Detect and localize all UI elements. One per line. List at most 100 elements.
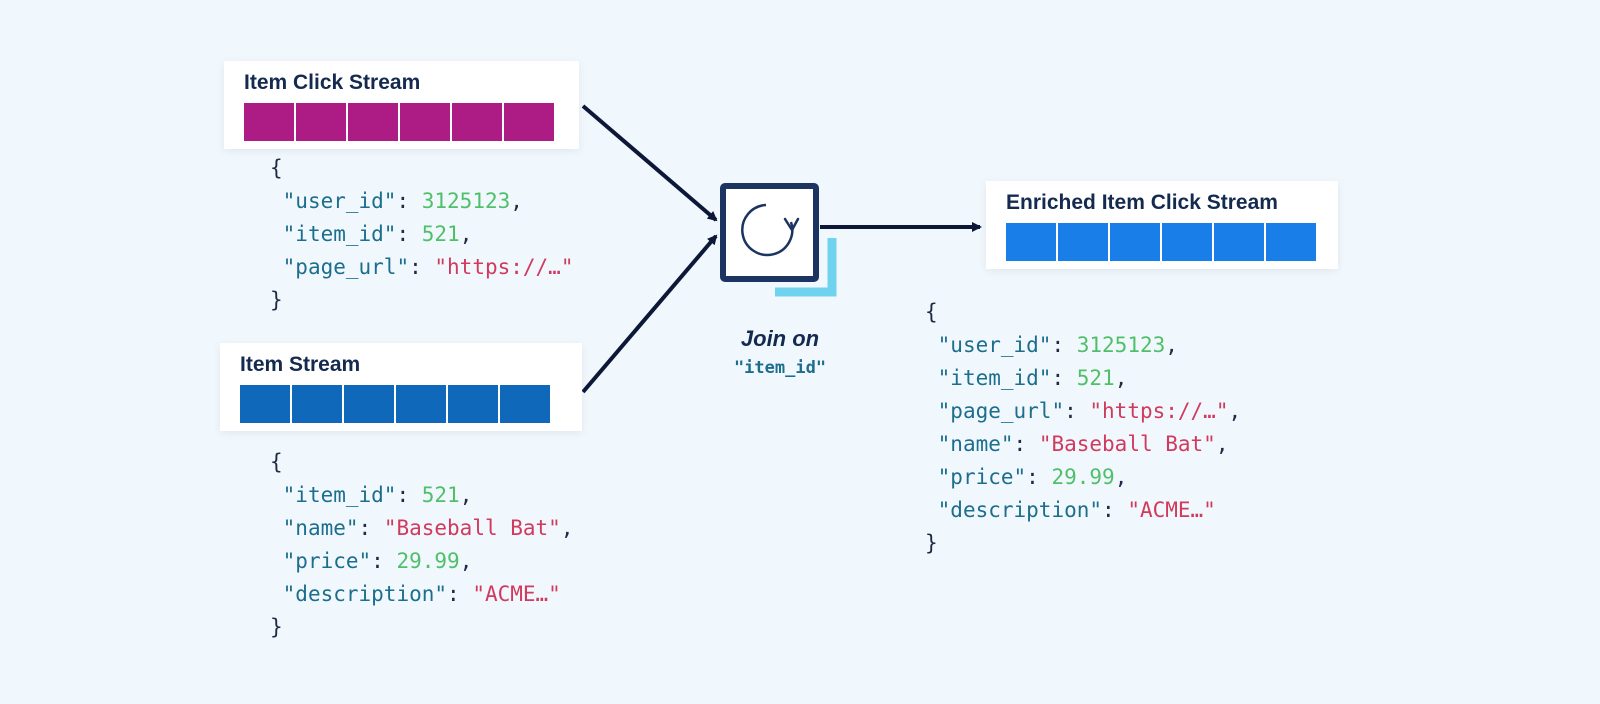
stream-cell [1214,223,1264,261]
json-key: "item_id" [282,222,397,246]
stream-cell [504,103,554,141]
stream-cell [400,103,450,141]
stream-cell [1162,223,1212,261]
item-click-stream-cells [244,103,554,141]
stream-cell [500,385,550,423]
json-line: { [925,296,1241,329]
refresh-processor-icon [720,183,837,297]
enriched-stream-json: { "user_id": 3125123, "item_id": 521, "p… [925,296,1241,560]
join-key: "item_id" [733,358,827,378]
stream-cell [1266,223,1316,261]
json-line: { [270,152,573,185]
json-line: "item_id": 521, [925,362,1241,395]
json-key: "name" [937,432,1014,456]
stream-cell [452,103,502,141]
item-stream-cells [240,385,550,423]
json-value: "https://…" [434,255,574,279]
json-colon: : [396,222,422,246]
stream-cell [344,385,394,423]
json-key: "page_url" [282,255,410,279]
json-comma: , [510,189,523,213]
json-line: } [270,284,573,317]
item-click-stream-json: { "user_id": 3125123, "item_id": 521, "p… [270,152,573,317]
json-value: "ACME…" [1127,498,1216,522]
stream-cell [244,103,294,141]
json-line: { [270,446,573,479]
json-colon: : [1051,366,1077,390]
json-value: 3125123 [421,189,511,213]
json-colon: : [371,549,397,573]
json-colon: : [409,255,435,279]
json-line: "price": 29.99, [270,545,573,578]
json-colon: : [358,516,384,540]
stream-cell [448,385,498,423]
json-key: "item_id" [937,366,1052,390]
json-line: "name": "Baseball Bat", [270,512,574,545]
stream-cell [1006,223,1056,261]
json-comma: , [1215,432,1229,456]
json-line: } [925,527,1241,560]
json-brace: } [270,615,283,639]
processor-box [720,183,819,282]
item-stream-title: Item Stream [240,353,361,376]
arrow-click-to-join [581,104,718,222]
json-line: "price": 29.99, [925,461,1241,494]
json-value: 29.99 [396,549,460,573]
json-comma: , [459,222,473,246]
item-stream-json: { "item_id": 521, "name": "Baseball Bat"… [270,446,573,644]
refresh-arc [741,203,794,257]
json-line: "item_id": 521, [270,479,573,512]
json-comma: , [459,483,473,507]
json-comma: , [1228,399,1242,423]
json-value: 521 [421,483,460,507]
json-value: 3125123 [1076,333,1166,357]
json-colon: : [396,483,422,507]
stream-cell [396,385,446,423]
json-value: "Baseball Bat" [383,516,561,540]
enriched-stream-title: Enriched Item Click Stream [1006,191,1278,214]
item-click-stream-card: Item Click Stream [224,61,579,149]
arrow-item-to-join [581,234,718,394]
json-comma: , [1114,366,1128,390]
json-line: "name": "Baseball Bat", [925,428,1241,461]
json-comma: , [459,549,473,573]
json-colon: : [1013,432,1039,456]
join-label: Join on [740,326,820,351]
json-colon: : [447,582,473,606]
item-stream-card: Item Stream [220,343,582,431]
json-key: "price" [937,465,1027,489]
stream-cell [296,103,346,141]
processor-shadow-accent [775,238,837,297]
json-line: "page_url": "https://…" [270,251,574,284]
json-colon: : [1051,333,1077,357]
json-line: "item_id": 521, [270,218,573,251]
stream-cell [1058,223,1108,261]
json-comma: , [1165,333,1178,357]
enriched-stream-card: Enriched Item Click Stream [986,181,1338,269]
json-brace: { [270,156,283,180]
json-line: "description": "ACME…" [270,578,573,611]
json-key: "user_id" [282,189,397,213]
json-key: "price" [282,549,372,573]
json-line: "user_id": 3125123, [925,329,1241,362]
json-brace: { [925,300,938,324]
stream-cell [292,385,342,423]
enriched-stream-cells [1006,223,1316,261]
json-brace: { [270,450,283,474]
json-comma: , [1114,465,1128,489]
json-key: "item_id" [282,483,397,507]
item-click-stream-title: Item Click Stream [244,71,421,94]
json-key: "page_url" [937,399,1065,423]
json-value: "ACME…" [472,582,561,606]
json-key: "user_id" [937,333,1052,357]
refresh-arrowhead [783,217,800,232]
stream-cell [240,385,290,423]
json-key: "description" [937,498,1103,522]
json-line: "page_url": "https://…", [925,395,1241,428]
json-value: "https://…" [1089,399,1229,423]
json-key: "description" [282,582,448,606]
json-line: } [270,611,573,644]
json-value: 521 [421,222,460,246]
json-brace: } [925,531,938,555]
